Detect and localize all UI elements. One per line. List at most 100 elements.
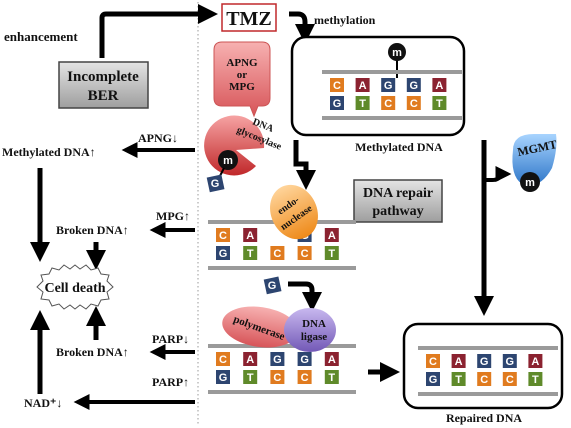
nucleotide-A [528, 354, 543, 368]
nucleotide-letter: C [273, 248, 281, 260]
broken-dna-2-label: Broken DNA↑ [56, 345, 129, 359]
ligase-line1: DNA [302, 318, 326, 330]
nucleotide-letter: G [219, 248, 228, 260]
broken-dna-1-label: Broken DNA↑ [56, 223, 129, 237]
excised-base-label: G [211, 178, 220, 190]
nucleotide-letter: T [455, 374, 462, 386]
dna-repair-pathway-box [353, 179, 443, 223]
nucleotide-C [330, 78, 344, 92]
nucleotide-letter: C [273, 372, 281, 384]
mgmt-methyl-label: m [525, 177, 535, 189]
nucleotide-letter: T [436, 98, 443, 110]
parp-down-label: PARP↓ [152, 332, 189, 346]
nucleotide-G [297, 352, 312, 366]
nucleotide-letter: C [410, 98, 418, 110]
nucleotide-T [243, 246, 258, 260]
nucleotide-letter: G [410, 80, 419, 92]
parp-up-label: PARP↑ [152, 375, 189, 389]
nucleotide-G [477, 354, 492, 368]
repair-line1: DNA repair [363, 186, 433, 201]
methylated-dna-label: Methylated DNA [355, 140, 443, 154]
dna-backbone-bottom [418, 392, 558, 396]
dna-backbone-top [322, 70, 462, 74]
nucleotide-letter: A [435, 80, 443, 92]
dna-backbone-bottom [208, 390, 356, 394]
nucleotide-letter: T [359, 98, 366, 110]
nucleotide-G [502, 354, 517, 368]
nucleotide-letter: G [300, 354, 309, 366]
tmz-box [221, 3, 277, 32]
nucleotide-letter: A [359, 80, 367, 92]
excision-arrow [288, 281, 322, 312]
nucleotide-letter: G [273, 354, 282, 366]
repaired-dna-label: Repaired DNA [446, 411, 522, 425]
nucleotide-letter: G [384, 80, 393, 92]
nucleotide-letter: T [247, 372, 254, 384]
nucleotide-letter: G [219, 372, 228, 384]
nucleotide-letter: C [429, 356, 437, 368]
nucleotide-G [426, 372, 440, 386]
nucleotide-letter: C [301, 372, 309, 384]
dna-backbone-bottom [208, 266, 356, 270]
methylation-arrow [289, 11, 315, 44]
nucleotide-C [426, 354, 440, 368]
nucleotide-T [528, 372, 543, 386]
nucleotide-letter: C [333, 80, 341, 92]
ligase-line2: ligase [301, 331, 327, 343]
dna-ligase-icon [284, 308, 336, 352]
nucleotide-letter: C [480, 374, 488, 386]
nucleotide-letter: A [455, 356, 463, 368]
nucleotide-A [324, 352, 339, 366]
apng-mpg-bubble [213, 41, 271, 118]
methylation-label: methylation [314, 13, 376, 27]
tmz-label: TMZ [226, 8, 272, 30]
nucleotide-G [330, 96, 344, 110]
removed-nucleotide-icon [263, 276, 282, 295]
apng-down-label: APNG↓ [138, 131, 178, 145]
dna-backbone-bottom [322, 116, 462, 120]
nucleotide-letter: A [246, 354, 254, 366]
nucleotide-letter: T [532, 374, 539, 386]
nucleotide-C [502, 372, 517, 386]
bubble-line3: MPG [229, 81, 255, 93]
dna-backbone-top [208, 344, 356, 348]
mgmt-methyl-icon [520, 172, 540, 192]
nucleotide-C [381, 96, 396, 110]
nucleotide-letter: C [506, 374, 514, 386]
endonuclease-icon [270, 184, 318, 240]
nucleotide-letter: A [531, 356, 539, 368]
nucleotide-A [243, 352, 258, 366]
bubble-line1: APNG [226, 57, 258, 69]
nucleotide-C [216, 352, 230, 366]
excised-methyl-icon [218, 150, 238, 170]
nucleotide-letter: T [247, 248, 254, 260]
nucleotide-C [270, 370, 285, 384]
dna-backbone-top [418, 346, 558, 350]
nucleotide-C [297, 246, 312, 260]
methylated-dna-box [290, 35, 466, 137]
enhancement-label: enhancement [4, 29, 78, 44]
nucleotide-T [451, 372, 466, 386]
nucleotide-A [324, 228, 339, 242]
nucleotide-letter: G [429, 374, 438, 386]
cell-death-burst [36, 264, 114, 310]
nucleotide-T [355, 96, 370, 110]
nucleotide-letter: T [328, 372, 335, 384]
nucleotide-T [324, 370, 339, 384]
polymerase-icon [222, 306, 298, 348]
excised-base-icon [206, 174, 225, 193]
nucleotide-T [324, 246, 339, 260]
nad-label: NAD⁺↓ [24, 396, 62, 410]
methylated-dna-up-label: Methylated DNA↑ [2, 145, 96, 159]
nucleotide-letter: C [384, 98, 392, 110]
nucleotide-G [381, 78, 396, 92]
nucleotide-letter: A [328, 354, 336, 366]
mgmt-icon [512, 134, 557, 186]
nucleotide-A [243, 228, 258, 242]
nucleotide-letter: A [246, 230, 254, 242]
nucleotide-letter: C [219, 354, 227, 366]
mpg-up-label: MPG↑ [156, 209, 190, 223]
